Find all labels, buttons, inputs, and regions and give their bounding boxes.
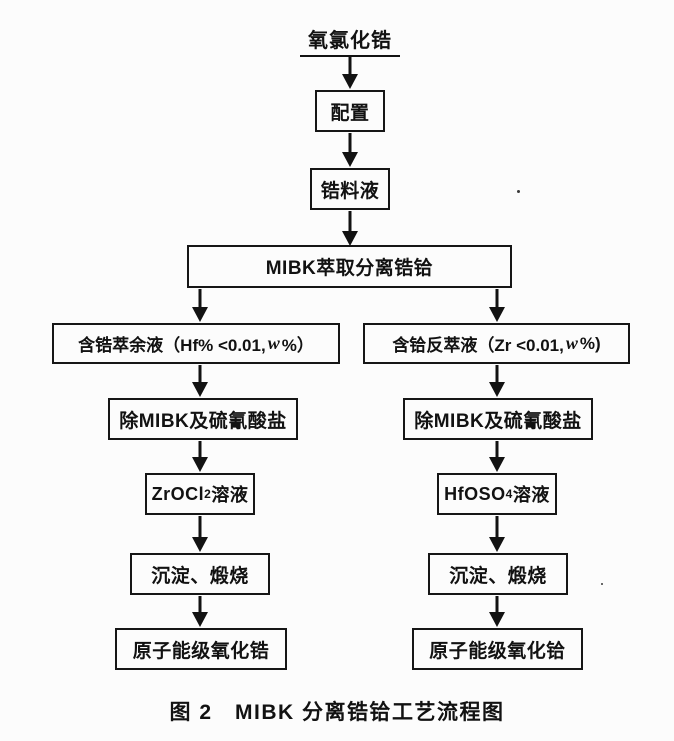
flow-arrow — [192, 365, 208, 397]
flow-box-label: 溶液 — [211, 485, 249, 505]
flow-arrow — [192, 441, 208, 472]
flow-box-label: 除MIBK及硫氰酸盐 — [119, 410, 287, 432]
flow-box-precipitate-calcine-right: 沉淀、煅烧 — [428, 553, 568, 595]
flow-box-atomic-grade-zirconia: 原子能级氧化锆 — [115, 628, 287, 670]
flow-arrow — [192, 596, 208, 627]
scan-speck — [517, 190, 520, 193]
chemical-formula: HfOSO — [444, 483, 506, 504]
flow-arrow — [342, 57, 358, 89]
flow-box-label: %） — [281, 336, 314, 355]
flow-box-label: 沉淀、煅烧 — [449, 565, 547, 587]
flow-box-zr-raffinate: 含锆萃余液（Hf% <0.01,w %） — [52, 323, 340, 364]
flow-box-label: 溶液 — [512, 485, 550, 505]
flow-box-label: 沉淀、煅烧 — [151, 565, 249, 587]
flow-box-hf-strip-liquor: 含铪反萃液（Zr <0.01,w %) — [363, 323, 630, 364]
flow-box-label: 含铪反萃液（Zr <0.01, — [392, 336, 564, 355]
flow-box-zirconium-feed: 锆料液 — [310, 168, 390, 210]
source-material-label: 氧氯化锆 — [300, 24, 400, 57]
flow-arrow — [489, 441, 505, 472]
flow-box-remove-mibk-right: 除MIBK及硫氰酸盐 — [403, 398, 593, 440]
flow-arrow — [342, 133, 358, 167]
flow-box-precipitate-calcine-left: 沉淀、煅烧 — [130, 553, 270, 595]
flow-arrow — [192, 289, 208, 322]
flow-arrow — [489, 516, 505, 552]
flow-box-label: %) — [579, 333, 601, 353]
chemical-formula: ZrOCl — [151, 483, 205, 504]
flow-arrow — [192, 516, 208, 552]
flow-box-label: 原子能级氧化铪 — [429, 640, 566, 662]
flow-box-label: 原子能级氧化锆 — [132, 640, 270, 662]
flow-box-remove-mibk-left: 除MIBK及硫氰酸盐 — [108, 398, 298, 440]
flow-box-label: 除MIBK及硫氰酸盐 — [414, 410, 582, 432]
flow-box-atomic-grade-hafnia: 原子能级氧化铪 — [412, 628, 583, 670]
flow-box-label: 配置 — [330, 102, 370, 124]
flow-arrow — [342, 211, 358, 246]
mass-fraction-symbol: w — [565, 333, 578, 353]
figure-caption: 图 2 MIBK 分离锆铪工艺流程图 — [169, 701, 505, 724]
flow-box-label: 含锆萃余液（Hf% <0.01, — [78, 336, 266, 355]
flow-box-label: 锆料液 — [320, 180, 380, 202]
flow-box-mibk-extraction: MIBK萃取分离锆铪 — [187, 245, 512, 288]
flow-box-preparation: 配置 — [315, 90, 385, 132]
flow-arrow — [489, 596, 505, 627]
scan-speck — [601, 583, 603, 585]
flow-box-label: MIBK萃取分离锆铪 — [265, 258, 434, 279]
flow-arrow — [489, 365, 505, 397]
mass-fraction-symbol: w — [267, 333, 280, 353]
flow-arrow — [489, 289, 505, 322]
